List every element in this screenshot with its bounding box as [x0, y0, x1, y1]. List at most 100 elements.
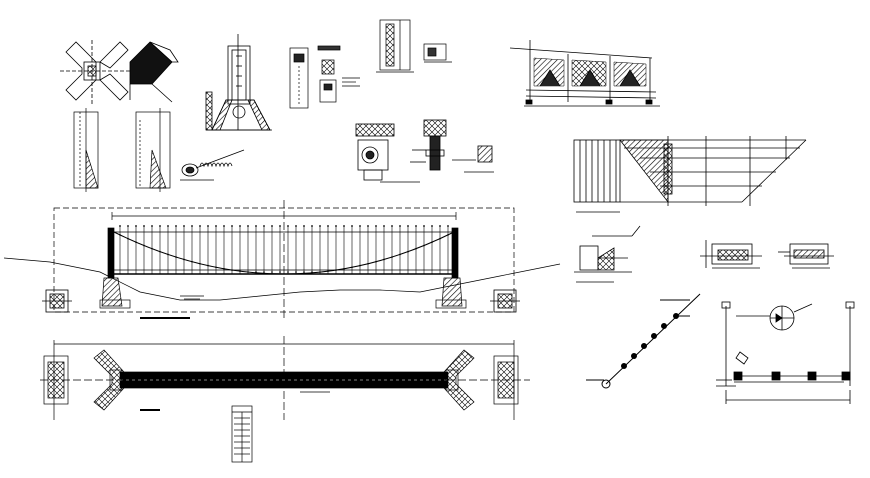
cable-clamp-node: [303, 271, 305, 273]
suspension-bridge-elevation: [3, 200, 561, 320]
cable-saddle-detail: [716, 301, 855, 404]
railing-post-cap: [391, 225, 393, 227]
railing-post-cap: [159, 225, 161, 227]
diagonal-cable-detail: [586, 293, 701, 389]
abutment-detail-left: [42, 289, 72, 313]
railing-post-cap: [215, 225, 217, 227]
cable-clamp-node: [287, 271, 289, 273]
cable-clamp-node: [167, 253, 169, 256]
cable-clamp-node: [263, 271, 265, 273]
railing-post-cap: [303, 225, 305, 227]
cable-clamp-node: [199, 262, 201, 265]
cable-clamp-node: [135, 241, 137, 243]
cable-clamp-node: [367, 262, 369, 265]
abutment-detail-right: [490, 289, 520, 313]
cable-clamp-detail: [355, 119, 494, 183]
railing-post-cap: [415, 225, 417, 227]
cable-clamp-node: [359, 264, 361, 267]
anchorage-section-detail: [129, 41, 179, 103]
railing-post-cap: [183, 225, 185, 227]
cable-clamp-node: [311, 271, 313, 273]
cable-clamp-node: [215, 266, 217, 269]
railing-post-cap: [135, 225, 137, 227]
railing-post-cap: [295, 225, 297, 227]
railing-post-cap: [119, 225, 121, 227]
column-connection-detail: [289, 45, 360, 109]
railing-post-cap: [439, 225, 441, 227]
cable-clamp-node: [375, 260, 377, 263]
railing-post-cap: [319, 225, 321, 227]
cable-clamp-node: [159, 250, 161, 253]
railing-post-cap: [255, 225, 257, 227]
cable-clamp-node: [335, 269, 337, 271]
suspension-bridge-plan: [40, 336, 530, 420]
railing-post-cap: [263, 225, 265, 227]
railing-post-cap: [367, 225, 369, 227]
cable-clamp-node: [399, 253, 401, 256]
cable-clamp-node: [183, 258, 185, 261]
cable-clamp-node: [343, 267, 345, 270]
cable-clamp-node: [279, 271, 281, 273]
cable-clamp-node: [151, 247, 153, 250]
railing-elevation-detail: [509, 40, 660, 107]
cable-clamp-node: [383, 258, 385, 261]
railing-post-cap: [407, 225, 409, 227]
railing-post-cap: [359, 225, 361, 227]
deck-cross-section: [700, 240, 834, 269]
railing-post-cap: [423, 225, 425, 227]
railing-post-cap: [191, 225, 193, 227]
railing-post-cap: [247, 225, 249, 227]
cable-clamp-node: [271, 271, 273, 273]
cable-clamp-node: [351, 266, 353, 269]
cable-clamp-node: [191, 260, 193, 263]
railing-post-cap: [151, 225, 153, 227]
railing-post-cap: [207, 225, 209, 227]
railing-post-cap: [335, 225, 337, 227]
cable-clamp-node: [327, 270, 329, 272]
railing-post-cap: [327, 225, 329, 227]
railing-post-cap: [343, 225, 345, 227]
tower-elevation-detail: [205, 34, 272, 131]
railing-post-cap: [375, 225, 377, 227]
railing-post-cap: [383, 225, 385, 227]
railing-post-cap: [143, 225, 145, 227]
cable-clamp-node: [223, 267, 225, 270]
cable-clamp-node: [447, 234, 449, 236]
deck-plan-detail: [573, 136, 807, 213]
cable-clamp-node: [119, 234, 121, 236]
reference-table: [231, 405, 253, 463]
railing-post-cap: [231, 225, 233, 227]
railing-post-cap: [199, 225, 201, 227]
cable-anchor-coil-detail: [180, 149, 245, 181]
pier-section-detail: [73, 108, 171, 192]
cable-clamp-node: [407, 250, 409, 253]
cable-clamp-node: [127, 237, 129, 240]
railing-post-cap: [311, 225, 313, 227]
cable-clamp-node: [175, 256, 177, 258]
cable-clamp-node: [231, 269, 233, 271]
anchorage-plan-detail: [60, 40, 130, 104]
cable-clamp-node: [439, 237, 441, 240]
railing-post-cap: [175, 225, 177, 227]
railing-post-cap: [431, 225, 433, 227]
cable-clamp-node: [391, 256, 393, 258]
railing-post-cap: [279, 225, 281, 227]
hanger-connection-detail: [574, 225, 641, 283]
cable-clamp-node: [207, 264, 209, 267]
railing-post-cap: [239, 225, 241, 227]
railing-post-cap: [351, 225, 353, 227]
cable-clamp-node: [415, 247, 417, 250]
cable-clamp-node: [431, 241, 433, 243]
cable-clamp-node: [247, 271, 249, 273]
cable-clamp-node: [295, 271, 297, 273]
cable-clamp-node: [255, 271, 257, 273]
railing-post-cap: [271, 225, 273, 227]
hanger-array: [119, 225, 449, 274]
railing-post-cap: [223, 225, 225, 227]
cable-clamp-node: [239, 270, 241, 272]
cable-clamp-node: [143, 244, 145, 247]
railing-post-cap: [399, 225, 401, 227]
railing-post-cap: [167, 225, 169, 227]
cable-clamp-node: [319, 271, 321, 273]
